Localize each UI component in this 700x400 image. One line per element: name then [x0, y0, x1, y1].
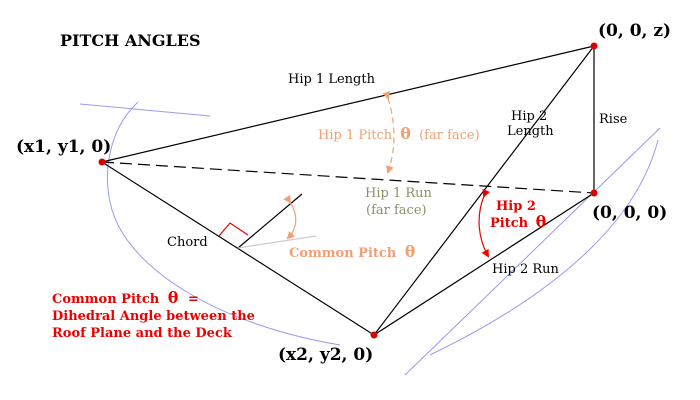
note-line3: Roof Plane and the Deck: [52, 326, 233, 341]
hip2-pitch-arc: [478, 188, 490, 258]
coord-p1: (x1, y1, 0): [16, 137, 111, 157]
hip2-run-edge: [373, 192, 595, 336]
chord-edge: [101, 161, 375, 336]
hip2-length-label-line2: Length: [507, 124, 554, 139]
hip1-length-edge: [101, 45, 595, 163]
hip2-run-label: Hip 2 Run: [492, 262, 560, 277]
note-line1: Common Pitch θ =: [52, 288, 199, 307]
hip1-run-edge: [101, 161, 595, 194]
left-guide-curve: [79, 103, 211, 117]
vertex-apex: [590, 42, 598, 50]
coord-origin: (0, 0, 0): [592, 203, 667, 223]
vertex-p2: [370, 331, 378, 339]
diagram-title: PITCH ANGLES: [60, 31, 201, 50]
hip1-length-label: Hip 1 Length: [288, 72, 376, 87]
common-pitch-arc: [283, 194, 297, 240]
deck-line: [237, 235, 317, 249]
vertex-origin: [590, 189, 598, 197]
coord-apex: (0, 0, z): [598, 21, 671, 41]
rise-label: Rise: [599, 112, 628, 127]
right-arc: [429, 139, 659, 356]
note-line2: Dihedral Angle between the: [52, 309, 255, 324]
hip1-run-label-line2: (far face): [366, 203, 427, 218]
chord-label: Chord: [167, 235, 208, 250]
hip2-length-label-line1: Hip 2: [511, 109, 547, 124]
hip1-pitch-label: Hip 1 Pitch θ (far face): [318, 124, 480, 143]
vertex-dots: [98, 42, 598, 339]
hip2-pitch-label-line2: Pitch θ: [490, 212, 547, 231]
coord-p2: (x2, y2, 0): [278, 345, 373, 365]
left-arc: [107, 101, 341, 346]
hip2-pitch-label-line1: Hip 2: [496, 199, 536, 214]
vertex-p1: [98, 158, 106, 166]
hip1-run-label-line1: Hip 1 Run: [365, 186, 433, 201]
right-guide-line: [404, 127, 661, 376]
construction-lines: [79, 101, 661, 376]
common-pitch-label: Common Pitch θ: [289, 242, 416, 261]
right-angle-marker: [218, 222, 249, 237]
